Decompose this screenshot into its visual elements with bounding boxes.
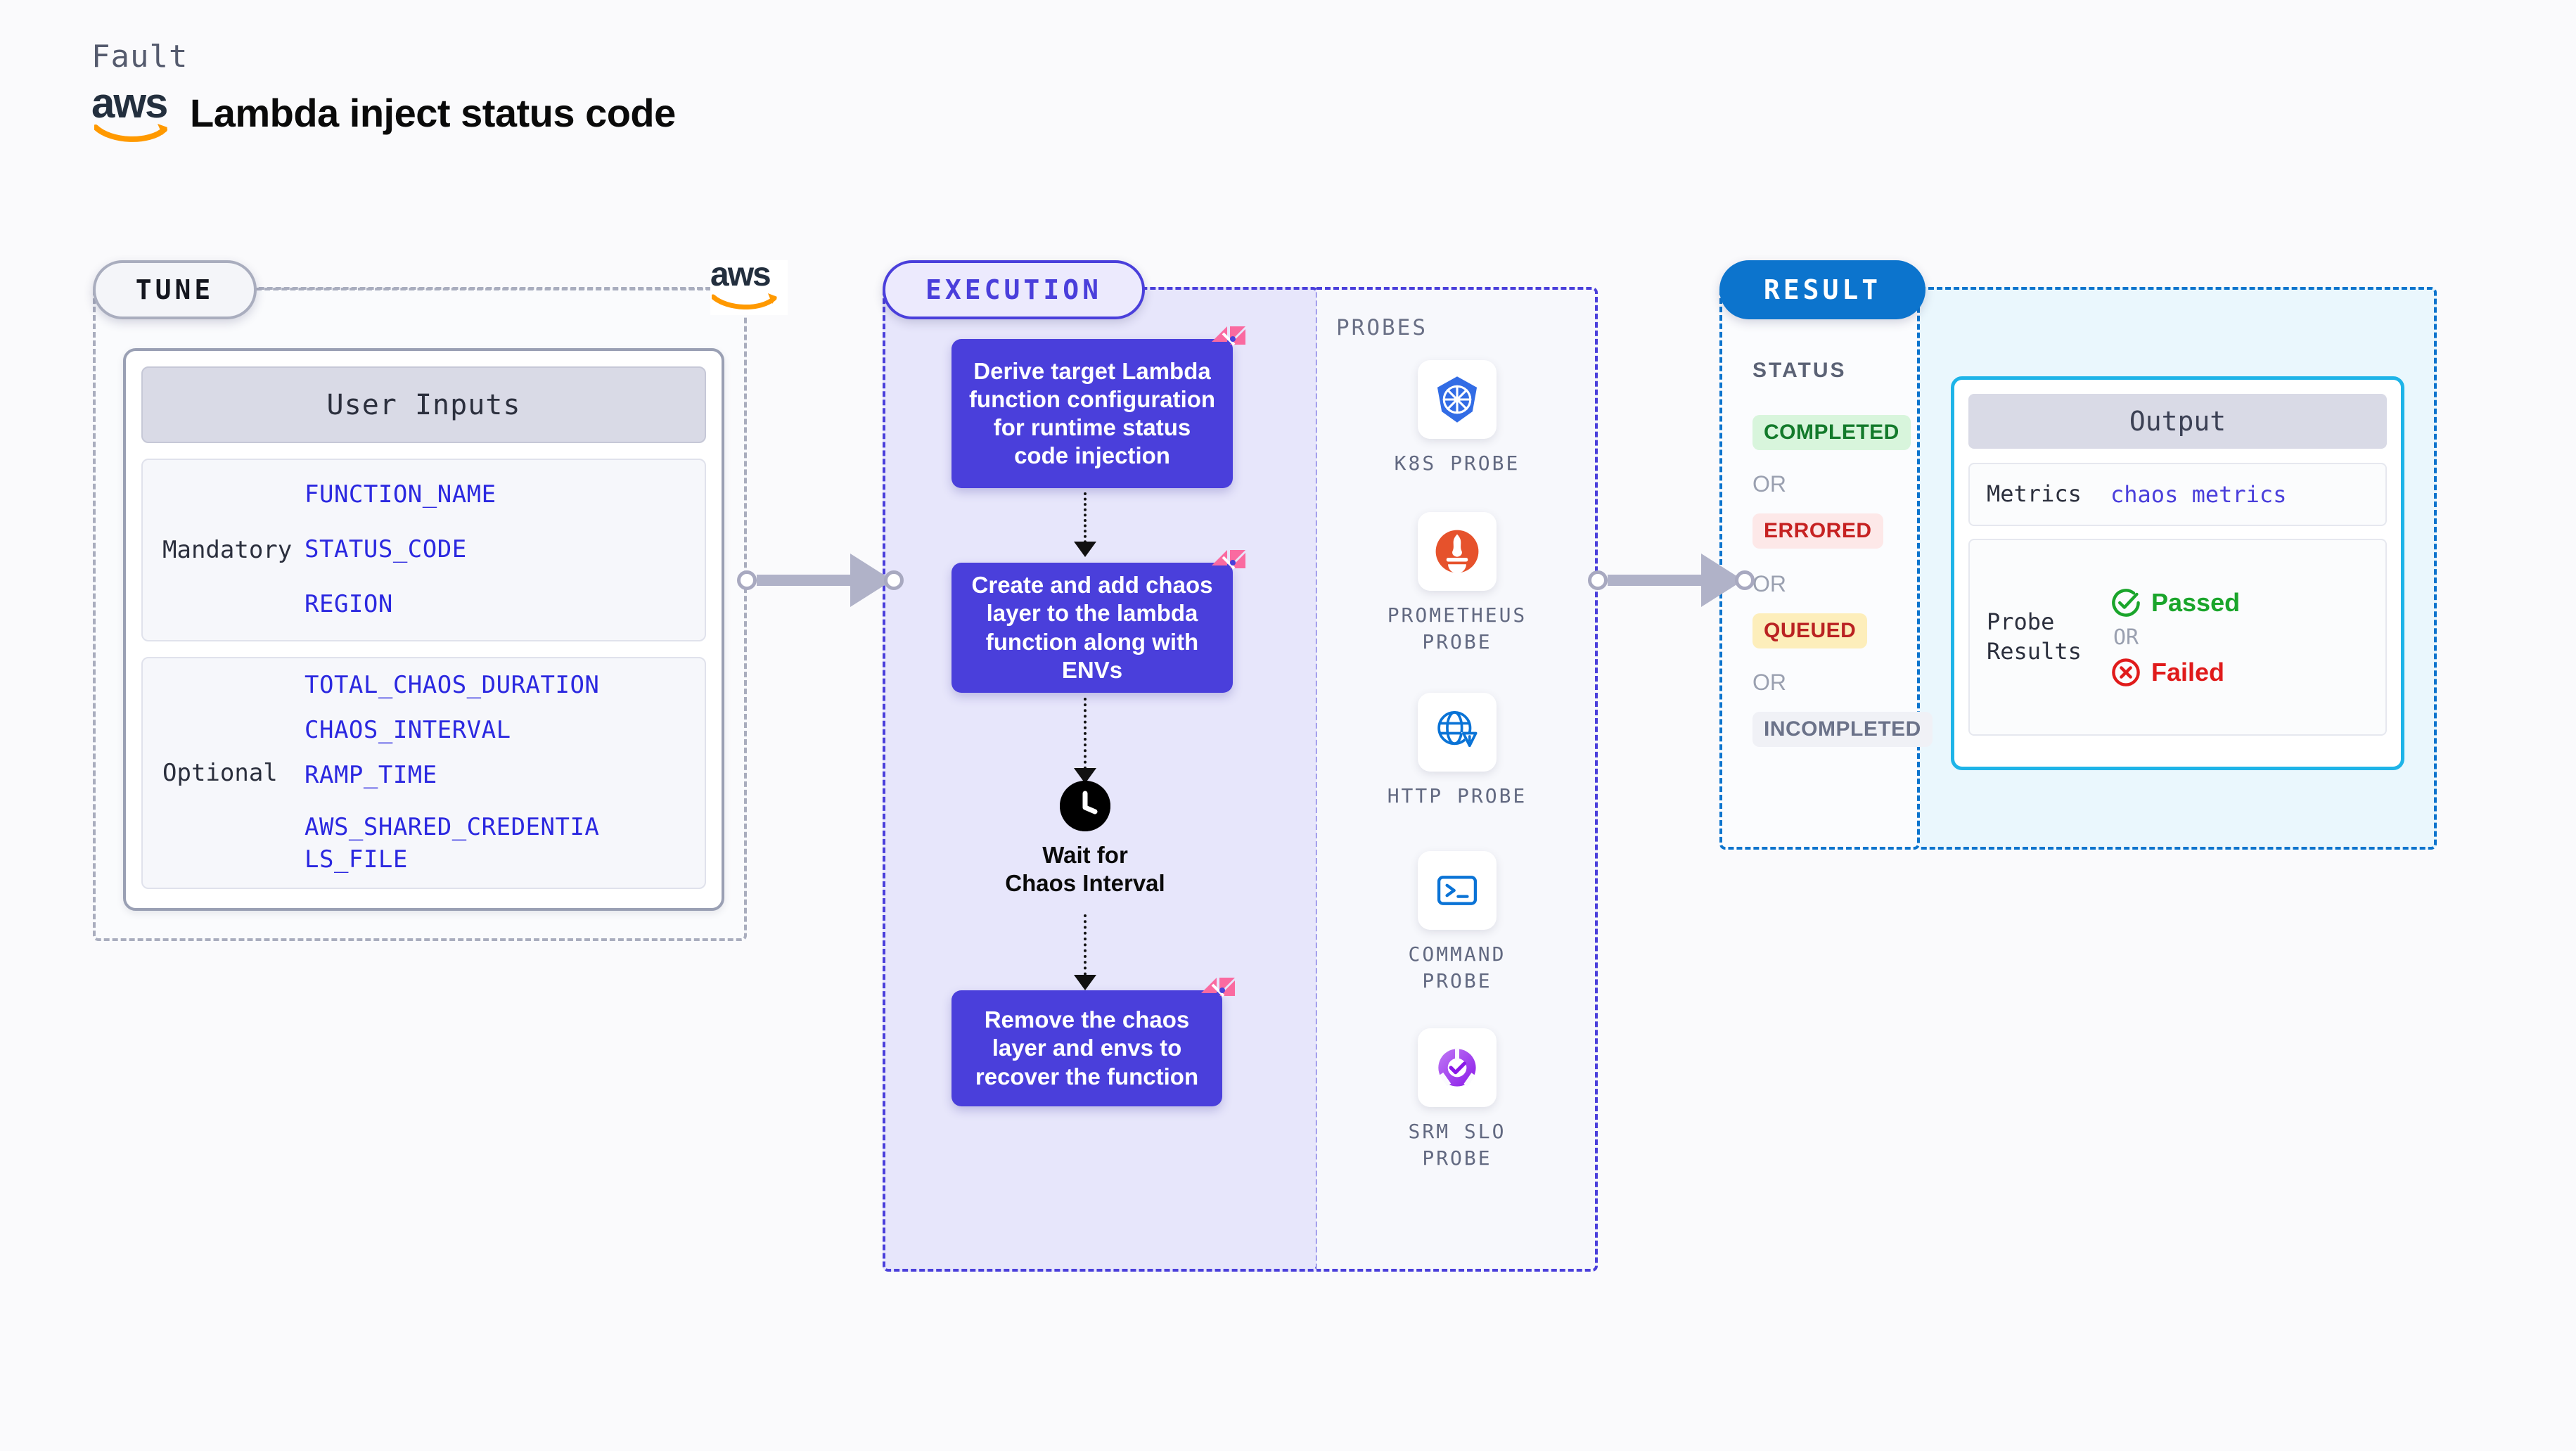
probe-item-prometheus[interactable]: PROMETHEUS PROBE xyxy=(1387,512,1527,656)
result-stage-pill[interactable]: RESULT xyxy=(1719,260,1925,319)
user-inputs-header: User Inputs xyxy=(141,366,706,443)
input-var: AWS_SHARED_CREDENTIALS_FILE xyxy=(305,812,600,874)
fault-kicker: Fault xyxy=(91,39,188,75)
status-badge-completed: COMPLETED xyxy=(1752,415,1911,450)
probe-results-key-text: Probe Results xyxy=(1987,608,2082,665)
optional-label: Optional xyxy=(162,759,278,787)
output-header: Output xyxy=(1968,394,2387,449)
metrics-value: chaos metrics xyxy=(2110,481,2287,508)
clock-icon xyxy=(1060,781,1110,831)
input-var: STATUS_CODE xyxy=(305,535,467,564)
litmus-flag-icon xyxy=(1212,550,1245,570)
optional-inputs-group: Optional TOTAL_CHAOS_DURATION CHAOS_INTE… xyxy=(141,657,706,889)
flow-arrow-icon xyxy=(1074,768,1096,784)
execution-step[interactable]: Create and add chaos layer to the lambda… xyxy=(951,550,1245,693)
prometheus-icon xyxy=(1418,512,1497,591)
user-inputs-card: User Inputs Mandatory FUNCTION_NAME STAT… xyxy=(123,348,724,911)
connector-line xyxy=(1608,575,1703,586)
wait-for-chaos-node: Wait for Chaos Interval xyxy=(1005,781,1165,897)
page-title: Lambda inject status code xyxy=(190,90,676,135)
mandatory-label: Mandatory xyxy=(162,536,293,564)
probe-item-http[interactable]: HTTP PROBE xyxy=(1387,693,1527,810)
failed-label: Failed xyxy=(2151,657,2225,686)
flow-arrow-icon xyxy=(1074,542,1096,557)
flow-arrow-line xyxy=(1084,698,1087,775)
connector-tune-to-execution xyxy=(737,554,904,607)
execution-step-label: Remove the chaos layer and envs to recov… xyxy=(975,1006,1199,1089)
terminal-icon xyxy=(1418,851,1497,930)
probe-label: K8S PROBE xyxy=(1394,452,1520,475)
execution-step[interactable]: Remove the chaos layer and envs to recov… xyxy=(951,978,1235,1106)
connector-dot xyxy=(737,570,757,590)
input-var: REGION xyxy=(305,589,393,618)
page-header: Fault aws Lambda inject status code xyxy=(91,39,676,142)
wait-node-label: Wait for Chaos Interval xyxy=(1005,842,1165,896)
tune-dashed-line xyxy=(248,288,712,290)
flow-arrow-icon xyxy=(1074,975,1096,990)
probe-item-srm-slo[interactable]: SRM SLO PROBE xyxy=(1387,1028,1527,1172)
input-var: TOTAL_CHAOS_DURATION xyxy=(305,671,600,700)
aws-logo-badge: aws xyxy=(710,258,788,315)
tune-stage-pill[interactable]: TUNE xyxy=(93,260,257,319)
check-circle-icon xyxy=(2112,588,2140,617)
or-label: OR xyxy=(1752,471,1786,497)
litmus-flag-icon xyxy=(1201,978,1235,997)
metrics-key: Metrics xyxy=(1987,480,2082,508)
execution-step-label: Derive target Lambda function configurat… xyxy=(968,357,1216,469)
execution-stage-pill[interactable]: EXECUTION xyxy=(883,260,1145,319)
kubernetes-icon xyxy=(1418,360,1497,439)
flow-arrow-line xyxy=(1084,492,1087,549)
connector-line xyxy=(757,575,852,586)
or-label: OR xyxy=(1752,571,1786,596)
or-label: OR xyxy=(1752,670,1786,695)
passed-label: Passed xyxy=(2151,587,2241,617)
metrics-row: Metrics chaos metrics xyxy=(1968,463,2387,526)
status-badge-incompleted: INCOMPLETED xyxy=(1752,712,1933,747)
probe-label: PROMETHEUS PROBE xyxy=(1387,603,1527,653)
x-circle-icon xyxy=(2112,658,2140,686)
mandatory-inputs-group: Mandatory FUNCTION_NAME STATUS_CODE REGI… xyxy=(141,459,706,641)
probes-panel xyxy=(1316,287,1598,1272)
flow-arrow-line xyxy=(1084,914,1087,981)
or-label: OR xyxy=(2113,625,2139,650)
status-badge-queued: QUEUED xyxy=(1752,613,1868,648)
input-var: RAMP_TIME xyxy=(305,761,437,790)
probe-label: HTTP PROBE xyxy=(1387,784,1527,807)
probe-label: COMMAND PROBE xyxy=(1408,942,1506,992)
status-title: STATUS xyxy=(1752,359,1847,382)
input-var: CHAOS_INTERVAL xyxy=(305,716,511,745)
connector-dot xyxy=(1588,570,1608,590)
probes-title: PROBES xyxy=(1336,315,1428,340)
execution-step-label: Create and add chaos layer to the lambda… xyxy=(971,572,1213,683)
probe-item-k8s[interactable]: K8S PROBE xyxy=(1387,360,1527,477)
litmus-flag-icon xyxy=(1212,326,1245,346)
connector-execution-to-result xyxy=(1588,554,1755,607)
status-badge-errored: ERRORED xyxy=(1752,513,1883,549)
probe-label: SRM SLO PROBE xyxy=(1408,1120,1506,1170)
connector-dot xyxy=(884,570,904,590)
probe-item-command[interactable]: COMMAND PROBE xyxy=(1387,851,1527,995)
aws-logo: aws xyxy=(91,82,174,142)
probe-result-failed: Failed xyxy=(2110,657,2240,688)
probe-results-row: Probe Results Passed OR Failed xyxy=(1968,539,2387,736)
result-status-panel xyxy=(1719,287,1920,850)
output-card: Output Metrics chaos metrics Probe Resul… xyxy=(1951,376,2404,770)
input-var: FUNCTION_NAME xyxy=(305,480,496,509)
probe-result-passed: Passed xyxy=(2110,587,2240,618)
srm-slo-icon xyxy=(1418,1028,1497,1107)
connector-dot xyxy=(1735,570,1755,590)
http-globe-icon xyxy=(1418,693,1497,772)
execution-step[interactable]: Derive target Lambda function configurat… xyxy=(951,326,1245,488)
probe-results-key: Probe Results xyxy=(1970,608,2110,666)
